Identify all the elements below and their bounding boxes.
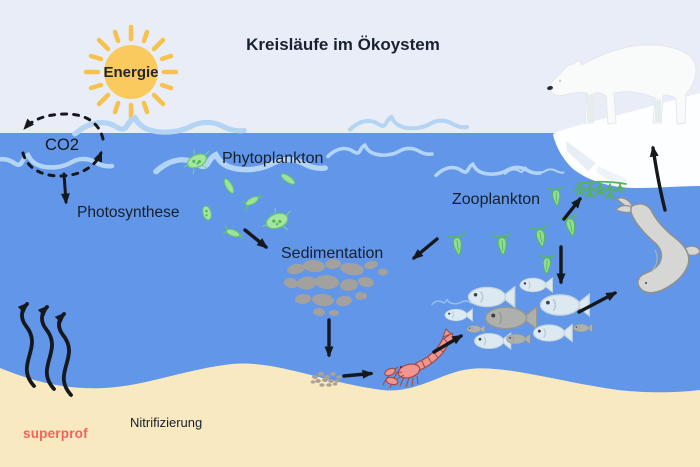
arrow-seal-to-polar-bear — [649, 145, 667, 212]
arrow-seafloor-to-crustacean — [342, 369, 374, 379]
seal-icon — [614, 197, 700, 294]
co2-cycle-arrows — [21, 112, 105, 205]
arrow-zooplankton-to-sedimentation — [412, 237, 439, 260]
phytoplankton-icons — [184, 149, 296, 240]
sun-icon — [83, 24, 179, 120]
sedimentation-label: Sedimentation — [281, 245, 384, 262]
flow-arrows — [243, 145, 667, 379]
polar-bear-icon — [547, 44, 697, 125]
energy-label: Energie — [103, 64, 159, 81]
ice-algae-icon — [574, 180, 627, 199]
co2-label: CO2 — [45, 136, 79, 154]
zooplankton-label: Zooplankton — [452, 191, 541, 208]
nitrification-label: Nitrifizierung — [130, 415, 203, 430]
arrow-fish-to-seal — [577, 291, 618, 314]
bear-nose — [547, 85, 553, 91]
sediment-icon — [284, 258, 388, 317]
sand-seafloor — [0, 363, 700, 467]
nitrification-arrows — [17, 302, 73, 397]
superprof-logo: superprof — [23, 426, 88, 441]
ice-floe-illustration — [553, 93, 700, 188]
photosynthesis-label: Photosynthese — [77, 204, 180, 221]
arrow-phytoplankton-to-sedimentation — [243, 228, 268, 249]
phytoplankton-label: Phytoplankton — [222, 150, 324, 167]
seafloor-deposit-icon — [310, 371, 342, 387]
arrow-crustacean-to-fish — [432, 334, 464, 354]
arrow-zooplankton-to-algae — [562, 197, 582, 221]
diagram-title: Kreisläufe im Ökoystem — [246, 35, 440, 54]
